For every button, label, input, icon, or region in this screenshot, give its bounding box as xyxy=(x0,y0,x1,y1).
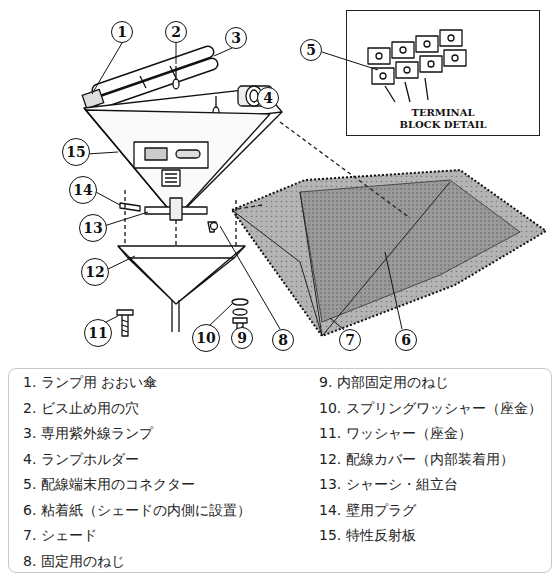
part-name: 14. 壁用プラグ xyxy=(319,501,416,519)
callout-circle: 4 xyxy=(257,87,279,109)
screw xyxy=(117,310,133,336)
part-name: 11. ワッシャー（座金） xyxy=(319,424,472,442)
callout-number: 11 xyxy=(88,326,107,340)
callout-circle: 3 xyxy=(225,27,247,49)
terminal-block xyxy=(368,30,466,102)
part-name: 3. 専用紫外線ランプ xyxy=(23,424,153,442)
parts-key-panel: 1. ランプ用 おおい傘 2. ビス止め用の穴 3. 専用紫外線ランプ 4. ランプホ… xyxy=(8,368,552,573)
leader-lines xyxy=(87,43,402,330)
part-name: 5. 配線端末用のコネクター xyxy=(23,475,195,493)
callout-circle: 13 xyxy=(79,214,107,242)
callout-circle: 15 xyxy=(62,138,90,166)
callout-number: 5 xyxy=(306,43,316,57)
callout-number: 6 xyxy=(401,333,411,347)
callout-number: 15 xyxy=(66,145,85,159)
part-name: 9. 内部固定用のねじ xyxy=(319,373,449,391)
callout-circle: 10 xyxy=(192,324,220,352)
callout-number: 13 xyxy=(83,221,102,235)
callout-circle: 6 xyxy=(395,329,417,351)
part-name: 4. ランプホルダー xyxy=(23,450,139,468)
callout-number: 3 xyxy=(231,31,241,45)
part-name: 12. 配線カバー（内部装着用） xyxy=(319,450,514,468)
callout-circle: 1 xyxy=(111,21,133,43)
callout-number: 1 xyxy=(117,25,127,39)
part-name: 15. 特性反射板 xyxy=(319,526,416,544)
part-name: 10. スプリングワッシャー（座金） xyxy=(319,399,542,417)
callout-number: 4 xyxy=(263,91,273,105)
callout-number: 8 xyxy=(278,333,288,347)
callout-number: 2 xyxy=(171,25,181,39)
part-name: 1. ランプ用 おおい傘 xyxy=(23,373,157,391)
part-name: 8. 固定用のねじ xyxy=(23,552,125,570)
callout-number: 7 xyxy=(345,333,355,347)
detail-box: TERMINAL BLOCK DETAIL xyxy=(346,10,540,136)
callout-circle: 5 xyxy=(300,39,322,61)
callout-circle: 7 xyxy=(339,329,361,351)
callout-circle: 11 xyxy=(84,319,112,347)
callout-circle: 9 xyxy=(231,327,253,349)
callout-circle: 12 xyxy=(81,258,109,286)
callout-circle: 14 xyxy=(69,176,97,204)
wiring-cover xyxy=(118,246,245,258)
shade xyxy=(232,170,546,336)
callout-number: 10 xyxy=(196,331,215,345)
callout-number: 14 xyxy=(73,183,92,197)
callout-number: 12 xyxy=(85,265,104,279)
callout-circle: 2 xyxy=(165,21,187,43)
callout-circle: 8 xyxy=(272,329,294,351)
detail-caption: TERMINAL BLOCK DETAIL xyxy=(347,107,539,130)
part-name: 6. 粘着紙（シェードの内側に設置） xyxy=(23,501,251,519)
part-name: 7. シェード xyxy=(23,526,97,544)
part-name: 2. ビス止め用の穴 xyxy=(23,399,139,417)
part-name: 13. シャーシ・組立台 xyxy=(319,475,458,493)
glue-paper xyxy=(300,180,520,322)
callout-number: 9 xyxy=(237,331,247,345)
